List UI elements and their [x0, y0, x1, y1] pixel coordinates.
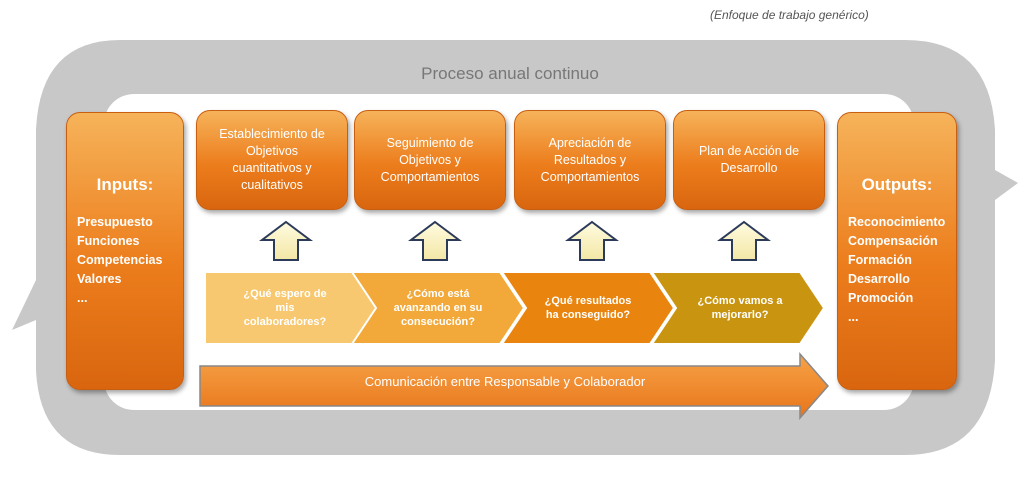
chevron-arrow-icon — [500, 271, 676, 345]
up-arrow-icon — [408, 220, 462, 261]
chevron-arrow-icon — [350, 271, 526, 345]
up-arrow-icon — [259, 220, 313, 261]
up-arrow-icon — [717, 220, 771, 261]
right-arrow-icon — [199, 352, 829, 420]
up-arrow-icon — [565, 220, 619, 261]
chevron-arrow-icon — [204, 271, 379, 345]
chevron-arrow-icon — [650, 271, 826, 345]
